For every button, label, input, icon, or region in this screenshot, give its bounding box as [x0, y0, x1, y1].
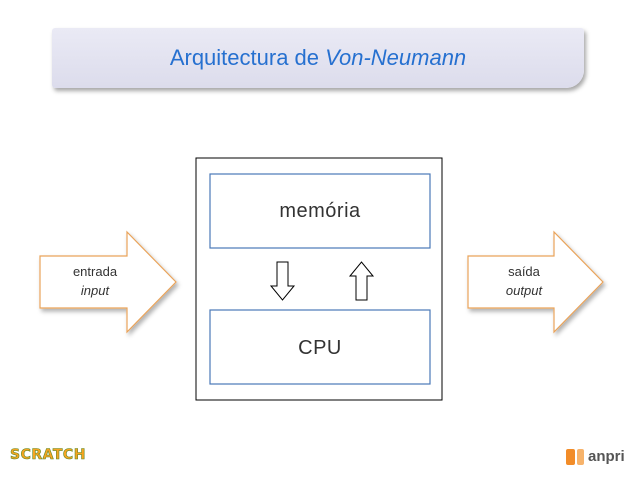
down-arrow-icon — [269, 261, 296, 301]
title-text: Arquitectura de Von-Neumann — [170, 45, 466, 71]
title-banner: Arquitectura de Von-Neumann — [52, 28, 584, 88]
anpri-logo-text: anpri — [588, 448, 625, 465]
output-label-pt: saída — [508, 264, 540, 279]
cpu-label: CPU — [298, 337, 342, 359]
title-prefix: Arquitectura de — [169, 45, 326, 70]
memory-box — [209, 173, 431, 249]
anpri-logo: anpri — [566, 448, 625, 465]
input-label: entrada input — [50, 262, 140, 300]
memory-label: memória — [279, 200, 361, 222]
output-label-en: output — [505, 283, 543, 298]
scratch-logo: SCRATCH — [10, 447, 86, 464]
input-arrow — [39, 230, 177, 334]
cpu-box — [209, 309, 431, 385]
input-label-en: input — [80, 283, 110, 298]
anpri-mark-icon — [566, 448, 575, 465]
title-emphasis: Von-Neumann — [325, 45, 467, 70]
up-arrow-icon — [348, 261, 375, 301]
anpri-mark-secondary-icon — [577, 448, 584, 465]
output-label: saída output — [476, 262, 572, 300]
input-label-pt: entrada — [72, 264, 118, 279]
output-arrow — [467, 230, 604, 334]
